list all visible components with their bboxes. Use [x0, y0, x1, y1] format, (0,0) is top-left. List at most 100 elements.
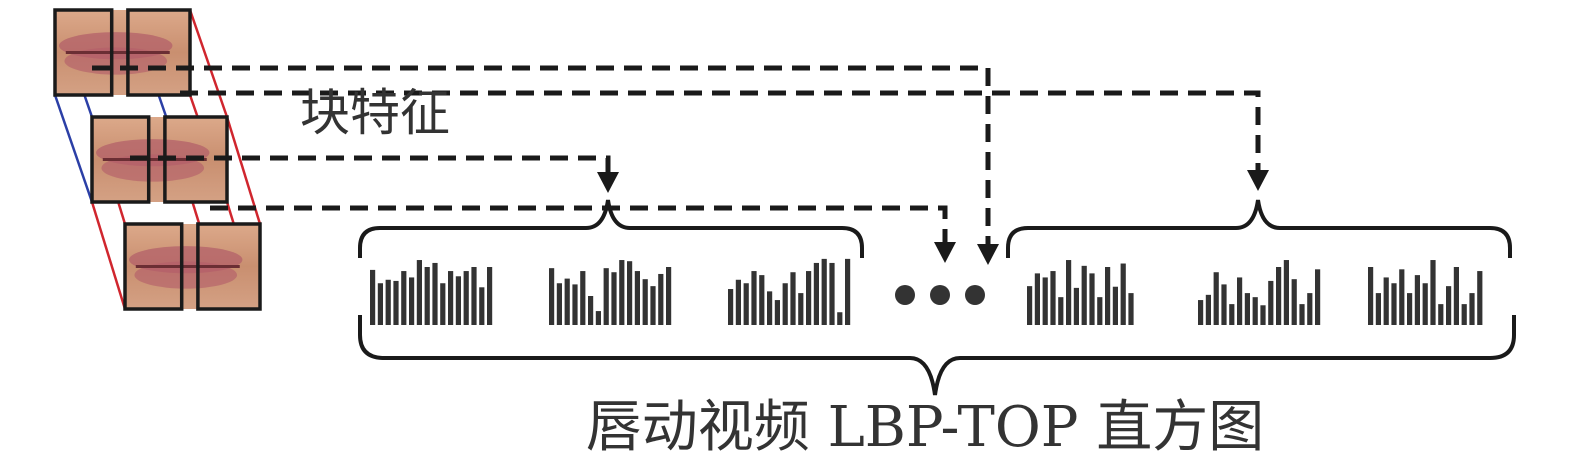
histogram-bar	[829, 262, 835, 325]
histogram-bar	[1391, 283, 1397, 325]
histogram-bar	[580, 271, 586, 325]
histogram-bar	[743, 283, 749, 325]
histogram-bar	[440, 283, 446, 325]
histogram-bar	[1244, 293, 1250, 325]
histogram-bar	[1050, 271, 1056, 325]
histogram-bar	[416, 260, 422, 325]
arrow-frame2b-to-ellipsis	[210, 205, 948, 248]
histogram-bar	[1461, 304, 1467, 325]
histogram-bar	[1291, 279, 1297, 325]
histogram-bar	[1112, 286, 1118, 325]
histogram-bar	[424, 267, 430, 325]
histogram-bar	[658, 273, 664, 325]
histogram-bar	[1399, 269, 1405, 325]
histogram-bar	[1027, 286, 1033, 325]
lower-lip	[134, 261, 238, 289]
histogram-bar	[728, 289, 734, 325]
histogram-bar	[588, 296, 594, 325]
histogram-bar	[370, 269, 376, 325]
histogram-bar	[619, 260, 625, 325]
histogram-bar	[393, 280, 399, 325]
histogram-bar	[650, 286, 656, 325]
lower-lip	[64, 47, 168, 75]
block-feature-arrows	[92, 65, 1261, 250]
histogram-bar	[642, 279, 648, 325]
histograms	[370, 258, 1483, 325]
arrow-frame1-to-ellipsis	[92, 65, 991, 250]
frame-edge-bottom-left	[53, 94, 94, 203]
block-cell-left	[123, 222, 184, 311]
histogram-bar	[1283, 260, 1289, 325]
histogram-3	[728, 258, 851, 325]
histogram-5	[1198, 260, 1321, 325]
frame-edge-bottom-left	[90, 201, 127, 310]
histogram-bar	[1422, 283, 1428, 325]
histogram-bar	[1081, 265, 1087, 325]
arrowhead-ellipsis-2	[977, 244, 999, 265]
histogram-bar	[1205, 294, 1211, 325]
lower-lip	[101, 154, 205, 182]
histogram-bar	[564, 278, 570, 325]
histogram-bar	[1315, 269, 1321, 325]
histogram-bar	[471, 267, 477, 325]
histogram-bar	[1307, 293, 1313, 325]
bottom-brace	[358, 315, 1516, 396]
histogram-bar	[487, 267, 493, 325]
arrowhead-histgroup1	[597, 172, 619, 193]
top-brace-right	[1006, 199, 1512, 258]
histogram-bar	[1299, 304, 1305, 325]
histogram-bar	[572, 284, 578, 325]
histogram-bar	[1097, 297, 1103, 325]
block-cell-left	[53, 8, 114, 97]
histogram-bar	[1414, 275, 1420, 325]
histogram-bar	[463, 271, 469, 325]
braces	[358, 199, 1516, 396]
arrow-frame1b-to-histgroup2	[180, 90, 1261, 178]
histogram-bar	[813, 262, 819, 325]
histogram-2	[549, 260, 672, 325]
histogram-bar	[1375, 293, 1381, 325]
histogram-bar	[821, 258, 827, 325]
histogram-bar	[774, 300, 780, 325]
histogram-bar	[634, 271, 640, 325]
histogram-bar	[1089, 273, 1095, 325]
histogram-bar	[1276, 267, 1282, 325]
histogram-bar	[1260, 305, 1266, 325]
histogram-bar	[1034, 273, 1040, 325]
arrowhead-histgroup2	[1247, 170, 1269, 191]
histogram-bar	[1066, 260, 1072, 325]
histogram-bar	[1198, 300, 1204, 325]
frame-3	[123, 222, 262, 311]
ellipsis-dot	[930, 285, 950, 305]
histogram-bar	[627, 261, 633, 325]
lip-video-frames	[53, 8, 262, 311]
histogram-bar	[1407, 293, 1413, 325]
histogram-bar	[837, 312, 843, 325]
histogram-bar	[401, 271, 407, 325]
ellipsis-dot	[895, 285, 915, 305]
histogram-bar	[1073, 287, 1079, 325]
histogram-6	[1368, 260, 1483, 325]
block-cell-right	[126, 8, 192, 97]
histogram-bar	[735, 279, 741, 325]
ellipsis-dot	[965, 285, 985, 305]
histogram-bar	[666, 267, 672, 325]
histogram-bar	[409, 277, 415, 325]
histogram-bar	[549, 268, 555, 325]
histogram-bar	[603, 268, 609, 325]
histogram-bar	[1237, 277, 1243, 325]
histogram-bar	[767, 291, 773, 325]
histogram-bar	[448, 271, 454, 325]
histogram-bar	[1105, 267, 1111, 325]
frame-edge-right	[188, 9, 229, 118]
top-brace-left	[358, 199, 864, 258]
histogram-bar	[1453, 267, 1459, 325]
histogram-bar	[1477, 271, 1483, 325]
histogram-bar	[1120, 263, 1126, 325]
histogram-4	[1027, 260, 1134, 325]
histogram-bar	[1368, 267, 1374, 325]
histogram-bar	[1213, 272, 1219, 325]
histogram-bar	[790, 272, 796, 325]
histogram-bar	[1229, 304, 1235, 325]
